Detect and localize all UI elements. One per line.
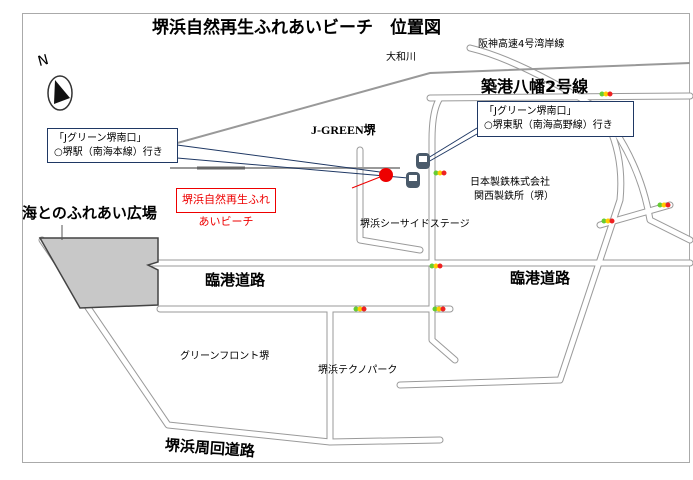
bus-stop-left-callout: 「Jグリーン堺南口」 ○堺駅（南海本線）行き: [47, 128, 178, 163]
technopark-label: 堺浜テクノパーク: [318, 365, 398, 376]
river-label: 大和川: [386, 52, 416, 63]
seaside-stage-label: 堺浜シーサイドステージ: [360, 219, 470, 230]
rinko-road-left-label: 臨港道路: [205, 271, 266, 289]
bus-stop-left-route: ○堺駅（南海本線）行き: [54, 147, 163, 158]
plaza-area: [38, 237, 159, 309]
expressway-label: 阪神高速4号湾岸線: [478, 39, 565, 50]
north-arrow-icon: [47, 75, 73, 111]
leader-right-1: [427, 127, 478, 159]
bus-stop-right-name: 「Jグリーン堺南口」: [484, 106, 577, 117]
route2-label: 築港八幡2号線: [481, 77, 589, 96]
destination-marker[interactable]: [379, 168, 393, 182]
traffic-light-icons: [353, 91, 671, 312]
bus-stop-right-callout: 「Jグリーン堺南口」 ○堺東駅（南海高野線）行き: [477, 101, 634, 137]
page-title: 堺浜自然再生ふれあいビーチ 位置図: [152, 18, 441, 38]
bus-stop-left-name: 「Jグリーン堺南口」: [54, 133, 147, 144]
greenfront-label: グリーンフロント堺: [180, 351, 270, 362]
bus-stop-right-route: ○堺東駅（南海高野線）行き: [484, 120, 613, 131]
jgreen-label: J-GREEN堺: [311, 123, 376, 137]
bus-stop-icon[interactable]: [406, 172, 420, 188]
destination-label: 堺浜自然再生ふれあいビーチ: [176, 188, 276, 228]
steel-label-2: 関西製鉄所（堺）: [474, 191, 554, 202]
steel-label-1: 日本製鉄株式会社: [470, 177, 550, 188]
bus-stop-icon[interactable]: [416, 153, 430, 169]
leader-left-2: [176, 157, 409, 179]
destination-leader: [351, 176, 381, 189]
leader-left-1: [176, 144, 381, 173]
leader-right-2: [427, 133, 478, 163]
rinko-road-right-label: 臨港道路: [510, 269, 571, 287]
plaza-label: 海とのふれあい広場: [22, 204, 157, 222]
